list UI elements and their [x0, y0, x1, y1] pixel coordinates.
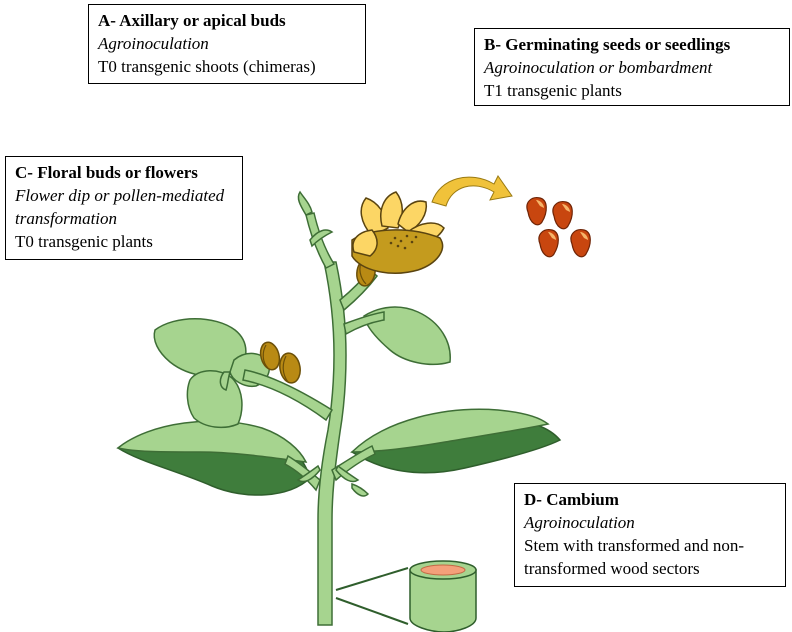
- box-a-title: A- Axillary or apical buds: [98, 11, 286, 30]
- box-c-result: T0 transgenic plants: [15, 232, 153, 251]
- pointer-lines: [335, 567, 409, 625]
- box-a-method: Agroinoculation: [98, 34, 209, 53]
- upper-right-leaf: [363, 306, 451, 366]
- label-box-a: A- Axillary or apical buds Agroinoculati…: [88, 4, 366, 84]
- label-box-b: B- Germinating seeds or seedlings Agroin…: [474, 28, 790, 106]
- box-b-title: B- Germinating seeds or seedlings: [484, 35, 731, 54]
- box-a-result: T0 transgenic shoots (chimeras): [98, 57, 316, 76]
- axillary-sprouts: [219, 190, 370, 497]
- stem-section-icon: [409, 560, 477, 632]
- box-d-title: D- Cambium: [524, 490, 619, 509]
- curved-arrow-icon: [431, 175, 513, 207]
- box-b-result: T1 transgenic plants: [484, 81, 622, 100]
- main-stem: [317, 261, 347, 626]
- box-c-title: C- Floral buds or flowers: [15, 163, 198, 182]
- seed-highlights: [536, 200, 588, 240]
- box-c-method: Flower dip or pollen-mediated transforma…: [15, 186, 225, 228]
- seeds: [526, 197, 591, 258]
- flower-icon: [351, 191, 445, 274]
- label-box-d: D- Cambium Agroinoculation Stem with tra…: [514, 483, 786, 587]
- lower-left-leaf: [116, 420, 311, 496]
- lower-right-leaf: [350, 408, 562, 474]
- box-d-method: Agroinoculation: [524, 513, 635, 532]
- upper-left-leaves: [153, 318, 270, 429]
- box-d-result: Stem with transformed and non-transforme…: [524, 536, 745, 578]
- label-box-c: C- Floral buds or flowers Flower dip or …: [5, 156, 243, 260]
- box-b-method: Agroinoculation or bombardment: [484, 58, 713, 77]
